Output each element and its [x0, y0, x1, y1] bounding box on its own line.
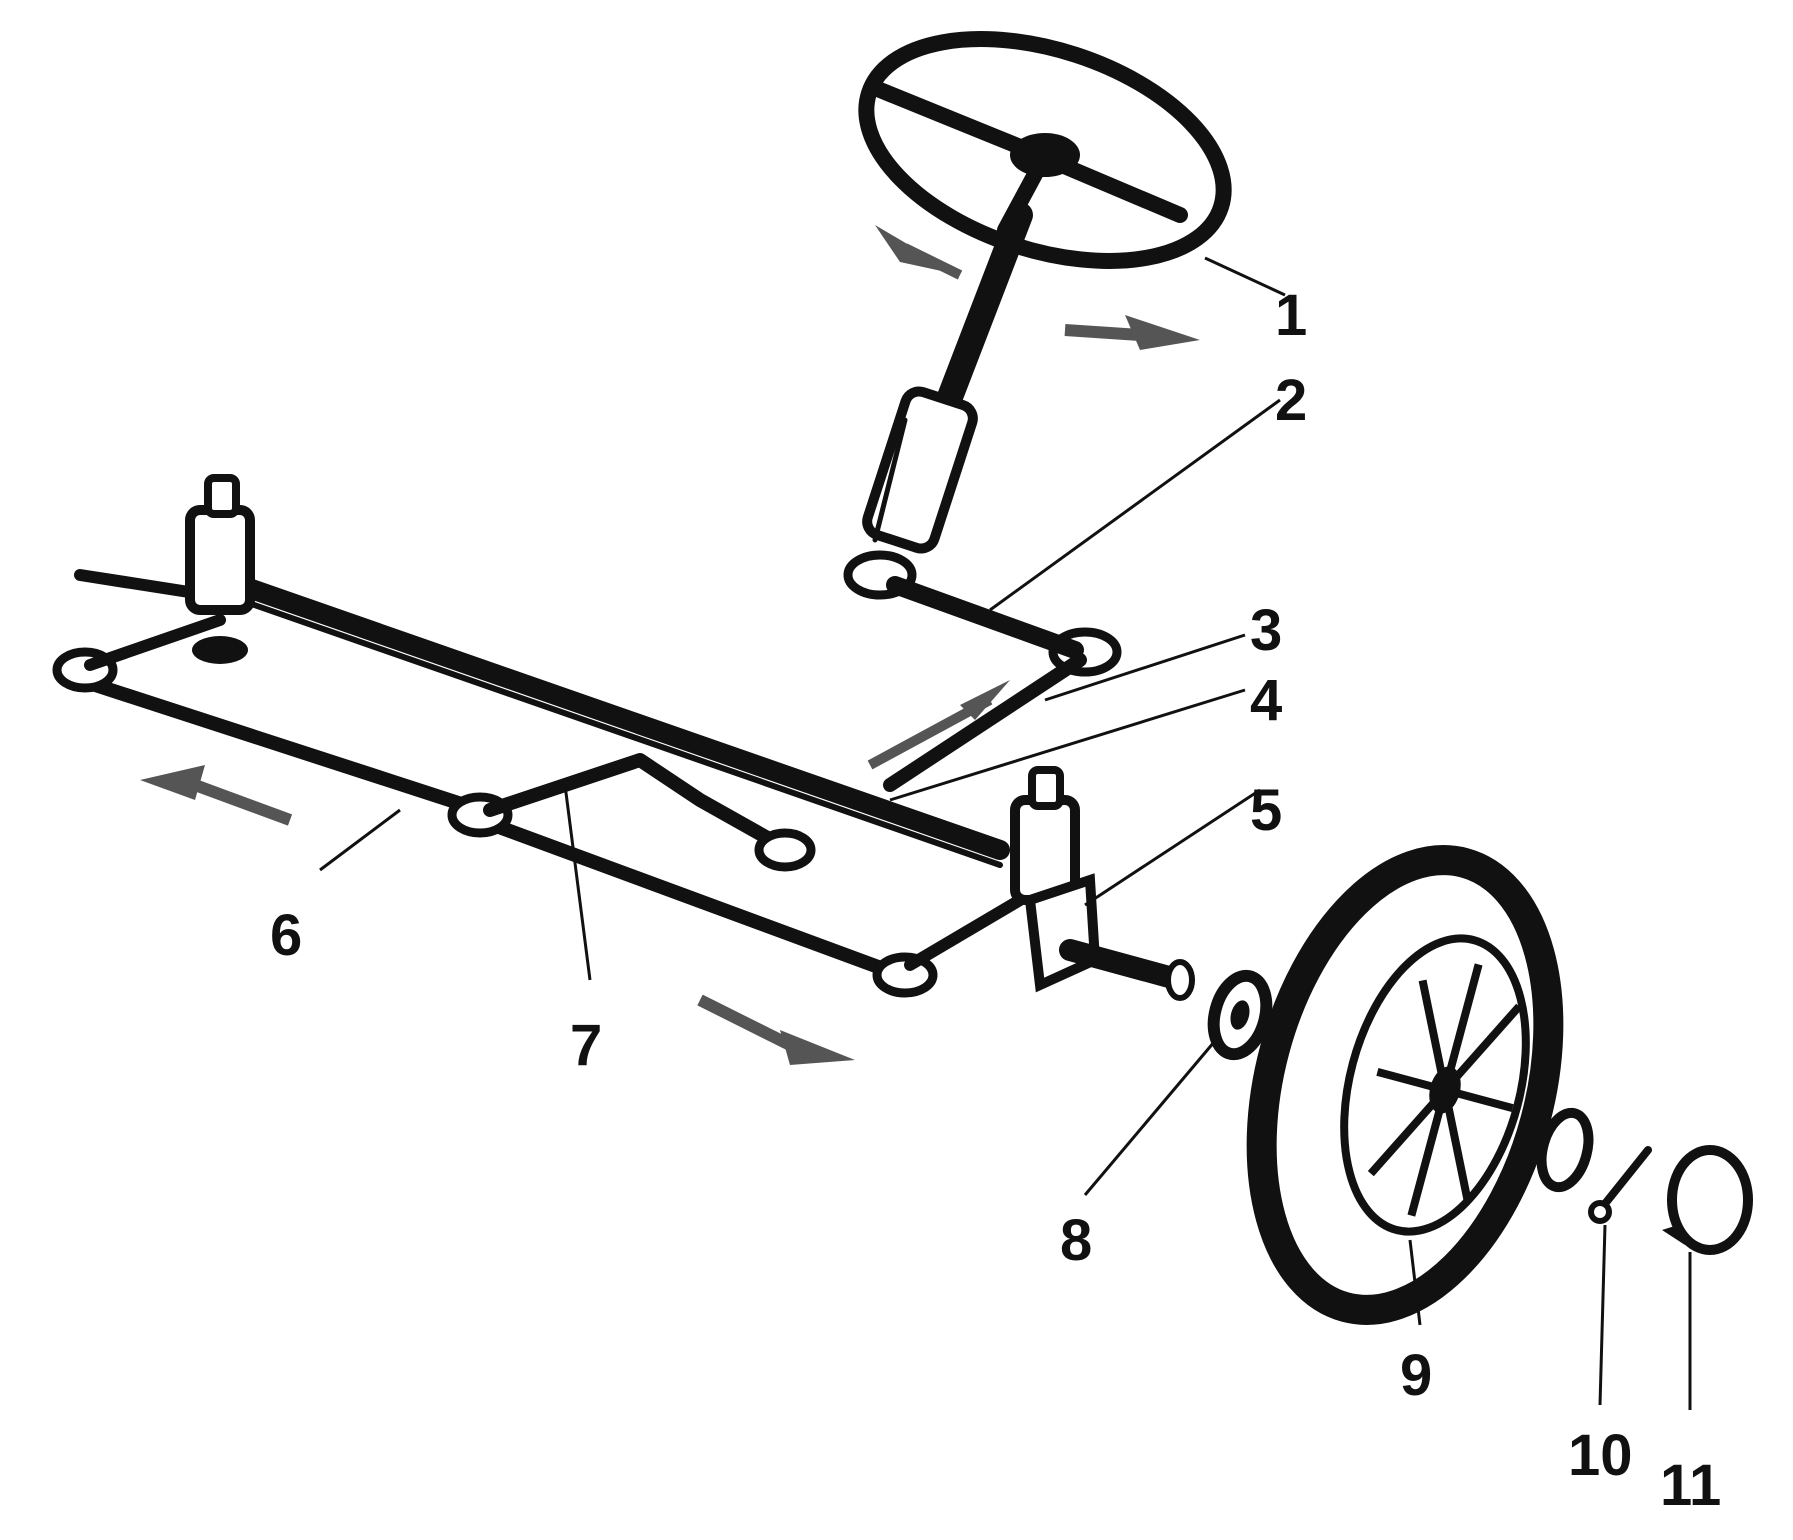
callout-10: 10: [1568, 1423, 1633, 1488]
callout-5: 5: [1250, 778, 1282, 843]
arrow-right-icon: [780, 1030, 855, 1065]
callout-2: 2: [1275, 368, 1307, 433]
callout-4: 4: [1250, 668, 1282, 733]
callout-6: 6: [270, 903, 302, 968]
callout-9: 9: [1400, 1343, 1432, 1408]
wheel: [1246, 845, 1564, 1325]
washer: [1207, 969, 1273, 1061]
callout-labels: 1 2 3 4 5 6 7 8 9 10 11: [270, 283, 1721, 1518]
left-king-pin: [185, 474, 255, 664]
steering-arm: [843, 550, 1122, 677]
leader-lines: [319, 256, 1692, 1410]
arrow-left-icon: [140, 765, 205, 800]
cotter-pin: [1588, 1146, 1652, 1224]
steering-column: [862, 202, 1033, 554]
hub-cap: [1662, 1145, 1753, 1255]
arrow-wheel-right-icon: [1125, 315, 1200, 350]
steering-knuckle: [1024, 873, 1195, 1001]
callout-1: 1: [1275, 283, 1307, 348]
direction-arrows: [140, 225, 1200, 1065]
callout-11: 11: [1660, 1453, 1721, 1518]
outer-washer: [1536, 1107, 1594, 1193]
callout-8: 8: [1060, 1208, 1092, 1273]
callout-3: 3: [1250, 598, 1282, 663]
right-king-pin: [1010, 766, 1080, 905]
drag-link: [883, 653, 1087, 792]
callout-7: 7: [570, 1013, 602, 1078]
